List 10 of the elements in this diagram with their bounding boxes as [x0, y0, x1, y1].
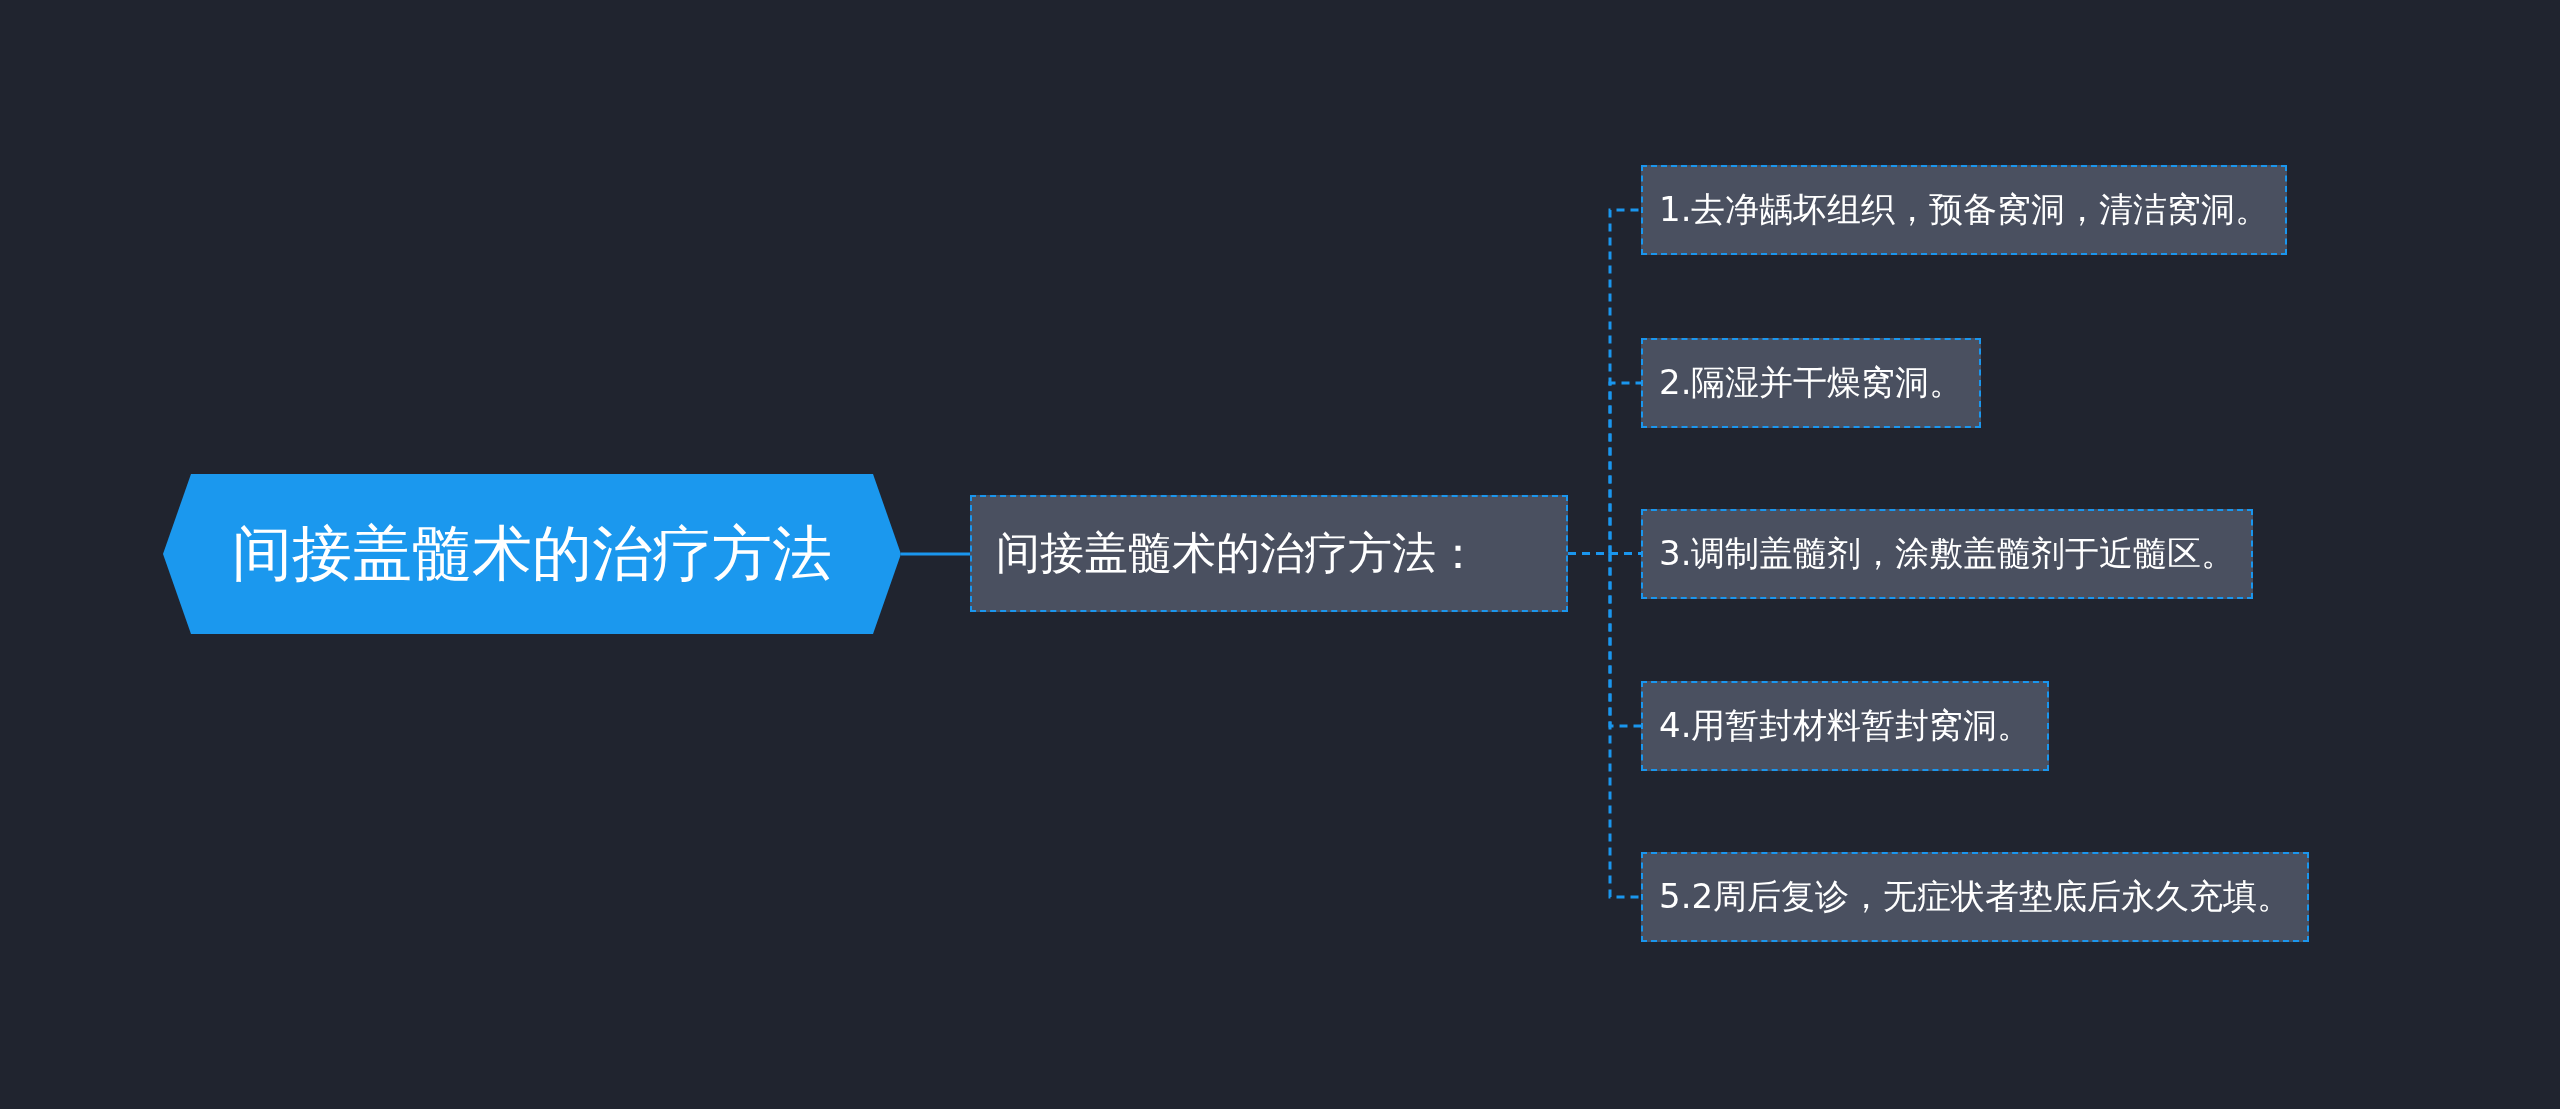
- subtopic-box: 5.2周后复诊，无症状者垫底后永久充填。: [1641, 852, 2310, 942]
- connector-line: [1568, 552, 1641, 899]
- connector-line: [901, 552, 970, 556]
- node-title: 间接盖髓术的治疗方法: [232, 516, 832, 590]
- subtopic-box: 4.用暂封材料暂封窝洞。: [1641, 681, 2050, 771]
- subtopic-box: 3.调制盖髓剂，涂敷盖髓剂于近髓区。: [1641, 509, 2254, 599]
- hexagon-node: [163, 474, 901, 634]
- subtopic-box: 2.隔湿并干燥窝洞。: [1641, 338, 1982, 428]
- topic-box: 间接盖髓术的治疗方法：: [970, 495, 1568, 612]
- subtopic-box: 1.去净龋坏组织，预备窝洞，清洁窝洞。: [1641, 165, 2288, 255]
